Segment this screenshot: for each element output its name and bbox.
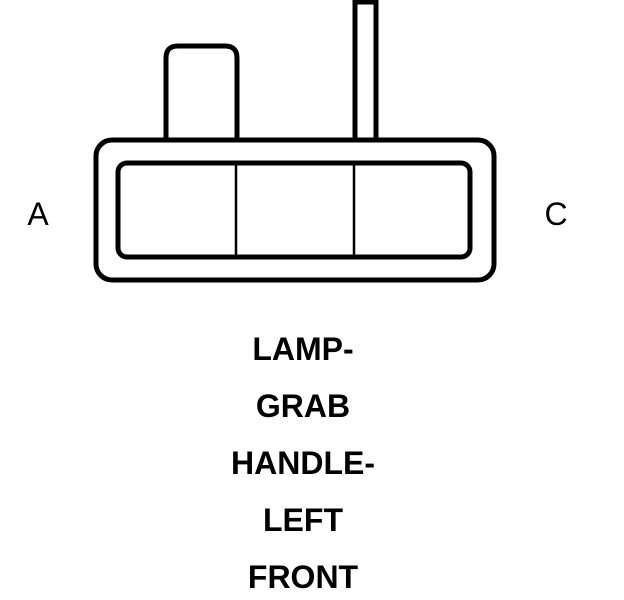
component-name-line-3: HANDLE-: [231, 445, 375, 481]
connector-key-post: [352, 0, 379, 143]
connector-housing-outer: [93, 137, 497, 283]
connector-cavity-frame: [115, 160, 473, 260]
pin-label-a: A: [27, 196, 49, 232]
connector-lock-tab: [163, 43, 240, 138]
component-name-line-5: FRONT: [248, 559, 359, 595]
component-name-line-1: LAMP-: [252, 331, 353, 367]
component-name-line-4: LEFT: [263, 502, 343, 538]
component-name-line-2: GRAB: [256, 388, 350, 424]
pin-label-c: C: [544, 196, 567, 232]
component-name: LAMP- GRAB HANDLE- LEFT FRONT: [231, 331, 375, 595]
